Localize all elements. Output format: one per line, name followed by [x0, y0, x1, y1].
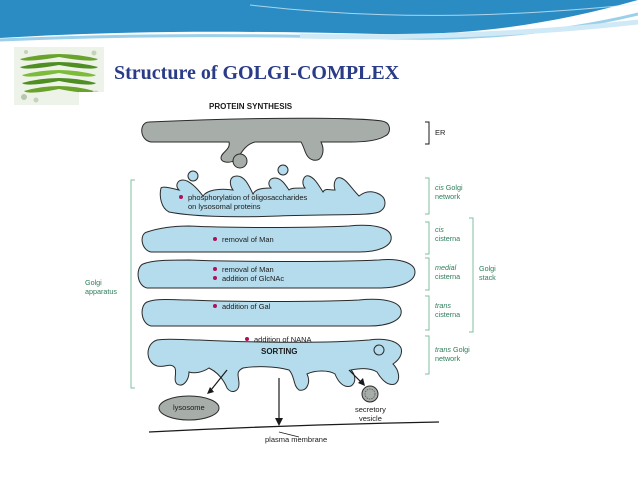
process-dot [179, 195, 183, 200]
secretory-vesicle-label: secretory vesicle [355, 405, 386, 423]
cis-cisterna-label: cis cisterna [435, 225, 461, 243]
plasma-membrane [148, 421, 440, 433]
protein-synthesis-label: PROTEIN SYNTHESIS [209, 102, 293, 111]
trans-golgi-network-label: trans Golgi network [435, 345, 470, 363]
header-swoosh [0, 0, 638, 60]
process-addition-gal: addition of Gal [213, 302, 270, 312]
trans-cisterna-label: trans cisterna [435, 301, 461, 319]
trans-cisterna [141, 298, 402, 327]
cis-golgi-network [159, 175, 386, 218]
process-dot [213, 267, 217, 272]
plasma-membrane-label: plasma membrane [265, 435, 328, 444]
lysosome [158, 395, 220, 421]
process-addition-nana: addition of NANA [245, 335, 312, 345]
lysosome-label: lysosome [173, 403, 205, 412]
golgi-apparatus-label: Golgi apparatus [85, 278, 117, 296]
golgi-apparatus-bracket [130, 179, 135, 389]
cis-vesicle-1 [187, 170, 199, 182]
tgn-vesicle [373, 344, 385, 356]
arrow-to-plasma-membrane [275, 378, 283, 426]
process-removal-man-2: removal of Man [213, 265, 274, 275]
cis-golgi-network-label: cis Golgi network [435, 183, 463, 201]
process-dot [213, 276, 217, 281]
slide-title: Structure of GOLGI-COMPLEX [114, 62, 400, 84]
trans-golgi-network [147, 338, 402, 392]
secretory-vesicle [361, 385, 379, 403]
process-removal-man-1: removal of Man [213, 235, 274, 245]
cis-vesicle-2 [277, 164, 289, 176]
process-phosphorylation: phosphorylation of oligosaccharides on l… [179, 193, 307, 211]
process-dot [213, 304, 217, 309]
medial-cisterna-label: medial cisterna [435, 263, 461, 281]
golgi-stack-bracket [469, 217, 474, 333]
medial-cisterna [137, 259, 416, 289]
sorting-label: SORTING [261, 347, 298, 356]
process-addition-glcnac: addition of GlcNAc [213, 274, 284, 284]
cis-cisterna [141, 224, 392, 253]
golgi-diagram: PROTEIN SYNTHESIS ER Golgi apparatus cis… [79, 92, 509, 456]
golgi-stack-label: Golgi stack [479, 264, 496, 282]
process-dot [245, 337, 249, 342]
er-bracket [425, 121, 430, 145]
er-cisterna [141, 117, 390, 163]
arrow-to-secretory-vesicle [348, 369, 365, 386]
er-vesicle [232, 153, 248, 169]
process-dot [213, 237, 217, 242]
arrow-to-lysosome [207, 369, 228, 394]
er-label: ER [435, 128, 446, 137]
